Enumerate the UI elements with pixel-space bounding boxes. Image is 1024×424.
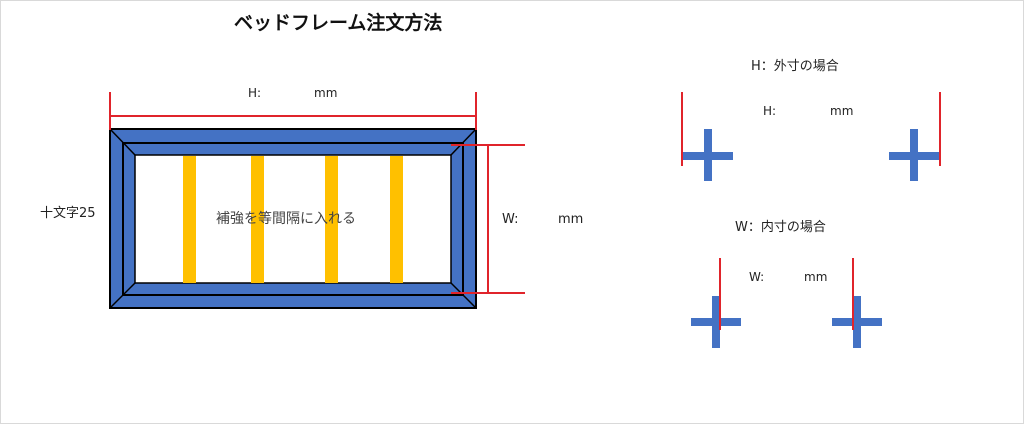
outer-example [681, 92, 941, 181]
reinforcement-slat [183, 156, 196, 283]
outer-example-h-label: H: [763, 104, 777, 118]
cross-profile-left-vertical [712, 296, 720, 348]
reinforcement-note: 補強を等間隔に入れる [216, 211, 356, 227]
h-dimension-label: H: [248, 86, 262, 100]
profile-label: 十文字25 [40, 206, 96, 221]
inner-example [691, 258, 882, 348]
w-dimension-label: W: [502, 212, 519, 227]
cross-profile-left-vertical [704, 129, 712, 181]
inner-example-w-unit: mm [804, 270, 828, 284]
frame-inner-outline [134, 154, 452, 284]
frame-mid-outline [122, 142, 464, 296]
cross-profile-right-vertical [853, 296, 861, 348]
outer-example-caption: H：外寸の場合 [751, 59, 839, 74]
miter-bottom-left [109, 282, 136, 309]
w-dimension [451, 144, 525, 294]
frame-outer-outline [109, 128, 477, 309]
inner-example-w-label: W: [749, 270, 765, 284]
page-title: ベッドフレーム注文方法 [234, 12, 443, 34]
reinforcement-slat [390, 156, 403, 283]
h-dimension-unit: mm [314, 86, 338, 100]
outer-example-h-unit: mm [830, 104, 854, 118]
cross-profile-right-vertical [910, 129, 918, 181]
h-dimension [109, 92, 477, 130]
reinforcement-slat [251, 156, 264, 283]
reinforcement-slats [183, 156, 403, 283]
reinforcement-slat [325, 156, 338, 283]
w-dimension-unit: mm [558, 212, 584, 227]
miter-bottom-right [450, 282, 477, 309]
miter-top-right [450, 128, 477, 156]
miter-top-left [109, 128, 136, 156]
inner-example-caption: W：内寸の場合 [735, 220, 826, 235]
